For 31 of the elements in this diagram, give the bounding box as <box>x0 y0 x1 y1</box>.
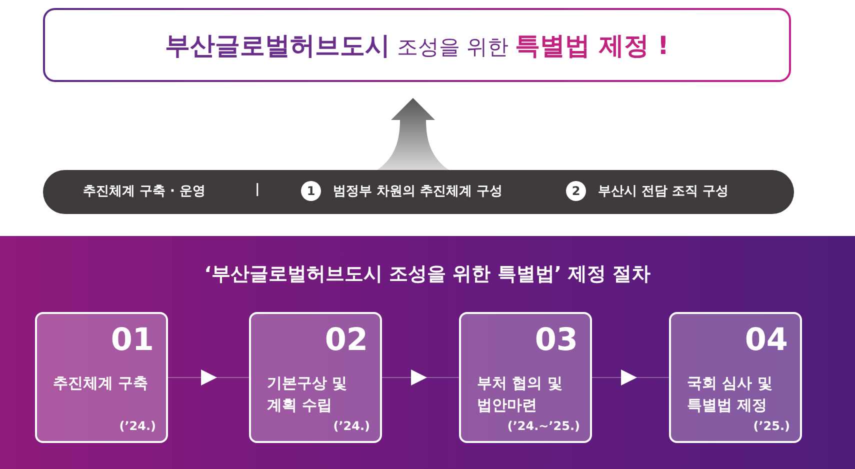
step-number: 01 <box>110 322 154 358</box>
step-arrow <box>168 370 250 386</box>
band-label: 추진체계 구축 · 운영 <box>83 183 206 200</box>
step-arrow <box>382 370 460 386</box>
number-badge: 1 <box>301 181 321 201</box>
step-arrow <box>592 370 670 386</box>
step-label: 국회 심사 및 특별법 제정 <box>687 373 774 416</box>
step-card <box>35 312 168 443</box>
step-number: 03 <box>534 322 578 358</box>
period-label: (’24.~’25.) <box>507 419 580 433</box>
period-label: (’24.) <box>119 419 156 433</box>
procedure-panel <box>0 236 855 469</box>
period-label: (’24.) <box>333 419 370 433</box>
headline-text: 부산글로벌허브도시 조성을 위한 특별법 제정 ! <box>165 30 669 62</box>
step-card <box>249 312 382 443</box>
band-label: 부산시 전담 조직 구성 <box>598 183 729 200</box>
band-label: 범정부 차원의 추진체계 구성 <box>333 183 503 200</box>
step-label: 부처 협의 및 법안마련 <box>477 373 564 416</box>
period-label: (’25.) <box>753 419 790 433</box>
step-label: 추진체계 구축 <box>53 373 150 394</box>
section-heading: ‘부산글로벌허브도시 조성을 위한 특별법’ 제정 절차 <box>203 262 652 287</box>
step-card <box>459 312 592 443</box>
step-card <box>669 312 802 443</box>
step-number: 02 <box>324 322 368 358</box>
divider: | <box>255 182 260 197</box>
headline-box <box>43 8 791 82</box>
number-badge: 2 <box>566 181 586 201</box>
step-label: 기본구상 및 계획 수립 <box>267 373 348 416</box>
up-arrow <box>377 98 449 170</box>
step-number: 04 <box>744 322 788 358</box>
summary-band <box>43 170 794 214</box>
